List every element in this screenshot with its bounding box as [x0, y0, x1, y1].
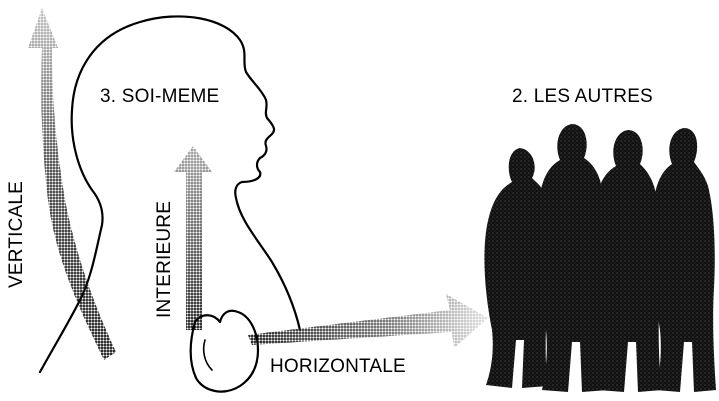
label-vertical: VERTICALE — [6, 180, 27, 288]
heart-outline — [189, 309, 260, 393]
person-silhouette-1 — [484, 148, 551, 388]
label-others: 2. LES AUTRES — [512, 86, 653, 107]
horizontal-arrow — [248, 294, 488, 348]
interior-arrow — [174, 146, 212, 330]
heart-inner-curve — [202, 339, 213, 371]
group-silhouettes — [484, 124, 716, 392]
person-silhouette-2 — [537, 124, 608, 392]
label-interior: INTERIEURE — [154, 200, 175, 318]
person-silhouette-3 — [593, 130, 662, 392]
vertical-arrow — [28, 8, 116, 360]
person-silhouette-4 — [651, 128, 716, 392]
label-horizontal: HORIZONTALE — [270, 356, 406, 377]
label-self: 3. SOI-MEME — [100, 86, 220, 107]
head-outline — [38, 15, 302, 374]
